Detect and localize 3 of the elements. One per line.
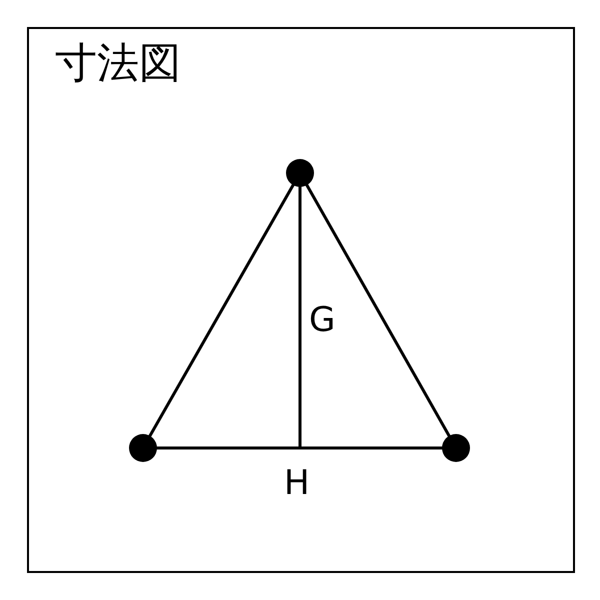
dimension-label: H: [284, 466, 310, 500]
dimension-label: G: [309, 303, 336, 337]
title: 寸法図: [55, 42, 181, 84]
